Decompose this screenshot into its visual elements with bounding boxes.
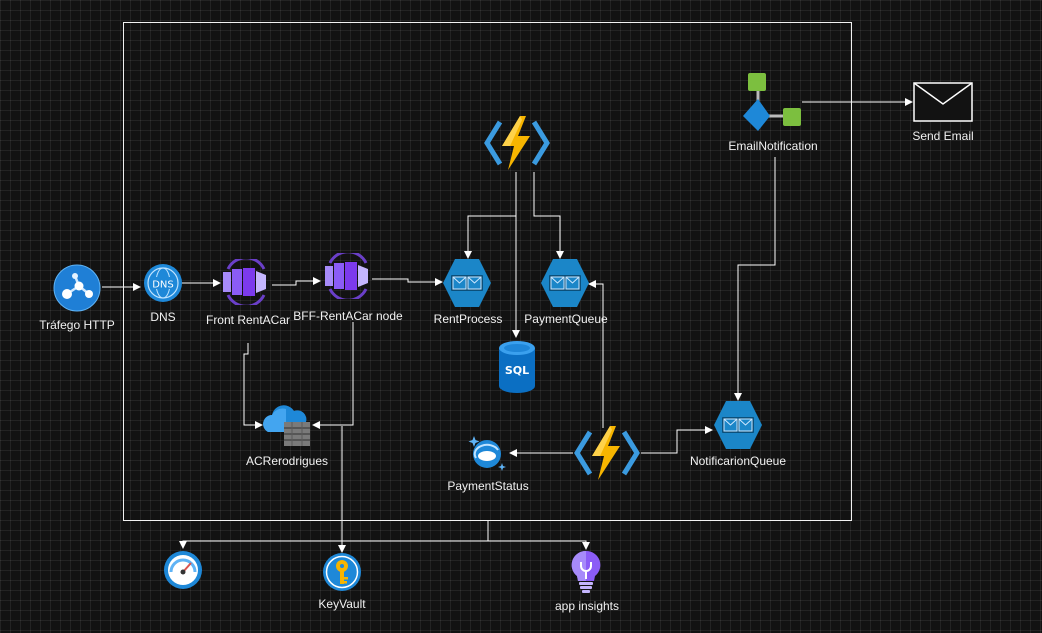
email-notification-label: EmailNotification: [728, 139, 818, 153]
edge-func2-paymentqueue: [588, 280, 604, 428]
edge-boundary-appinsights: [488, 540, 590, 550]
bff-label: BFF-RentACar node: [293, 309, 403, 323]
dns-icon[interactable]: DNS: [143, 263, 183, 303]
notification-queue-label: NotificarionQueue: [689, 454, 787, 468]
key-vault-icon[interactable]: [322, 552, 362, 592]
edge-func2-notificationqueue: [641, 426, 713, 454]
keyvault-label: KeyVault: [318, 597, 366, 611]
payment-queue-label: PaymentQueue: [524, 312, 608, 326]
web-globe-icon[interactable]: [53, 264, 101, 312]
kubernetes-service-icon[interactable]: [220, 259, 272, 305]
edge-boundary-monitor: [179, 521, 489, 549]
azure-function-icon[interactable]: [573, 424, 641, 482]
edge-front-bff: [272, 277, 321, 286]
service-bus-queue-icon[interactable]: [713, 400, 763, 450]
send-email-label: Send Email: [912, 129, 974, 143]
front-label: Front RentACar: [205, 313, 291, 327]
rent-process-label: RentProcess: [433, 312, 503, 326]
sql-icon-text: SQL: [505, 364, 529, 377]
dns-icon-text: DNS: [152, 280, 174, 291]
service-bus-queue-icon[interactable]: [540, 258, 590, 308]
cosmos-db-icon[interactable]: [466, 432, 508, 474]
service-bus-queue-icon[interactable]: [442, 258, 492, 308]
edge-bff-acr: [312, 322, 354, 429]
logic-app-icon[interactable]: [740, 72, 804, 134]
edge-email-notificationqueue: [734, 157, 776, 401]
edge-boundary-keyvault: [338, 426, 488, 553]
payment-status-label: PaymentStatus: [447, 479, 529, 493]
lightbulb-icon[interactable]: [570, 550, 602, 594]
container-registry-icon[interactable]: [262, 402, 312, 448]
http-traffic-label: Tráfego HTTP: [39, 318, 115, 332]
azure-function-icon[interactable]: [484, 114, 550, 172]
monitor-gauge-icon[interactable]: [163, 550, 203, 590]
app-insights-label: app insights: [554, 599, 620, 613]
edge-func-paymentqueue: [533, 172, 564, 259]
sql-database-icon[interactable]: SQL: [498, 340, 536, 394]
edge-bff-rentprocess: [372, 278, 443, 286]
envelope-icon[interactable]: [913, 82, 973, 122]
acr-label: ACRerodrigues: [245, 454, 329, 468]
edge-front-acr: [243, 343, 263, 429]
resource-group-boundary: [123, 22, 852, 521]
dns-label: DNS: [150, 310, 176, 324]
kubernetes-service-icon[interactable]: [322, 253, 374, 299]
